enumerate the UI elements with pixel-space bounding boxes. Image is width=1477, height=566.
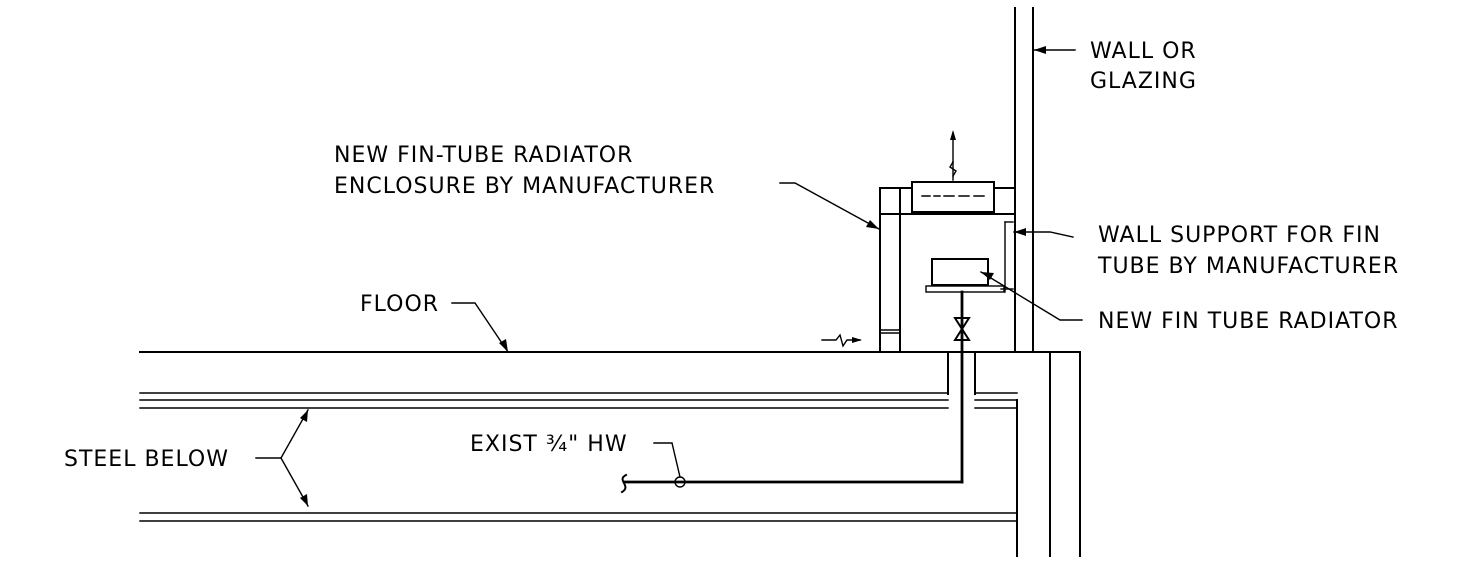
hot-water-pipe [620,290,964,494]
airflow-in-arrow [821,333,862,348]
enclosure-label-line1: NEW FIN-TUBE RADIATOR [334,143,633,168]
fin-tube-radiator-label: NEW FIN TUBE RADIATOR [1098,309,1398,334]
wall-leader [1033,46,1076,54]
wall-or-glazing-label-line1: WALL OR [1090,39,1197,64]
valve [953,317,971,341]
airflow-out-arrow [949,130,957,181]
steel-beam [139,399,1018,557]
wall [1014,7,1034,353]
floor-slab [139,351,1081,557]
wall-support-leader [1013,228,1074,238]
outlet-grille [911,181,995,213]
radiator-enclosure [879,187,1016,353]
floor-leader [451,302,509,353]
wall-support-label-line2: TUBE BY MANUFACTURER [1097,254,1399,279]
wall-or-glazing-label-line2: GLAZING [1090,69,1197,94]
fin-tube-leader [980,271,1083,321]
enclosure-leader [779,182,880,230]
exist-hw-leader [653,442,681,478]
wall-support-label-line1: WALL SUPPORT FOR FIN [1098,223,1381,248]
exist-hw-label: EXIST ¾" HW [470,432,628,457]
wall-support-bracket [1000,221,1014,293]
steel-below-label: STEEL BELOW [64,447,229,472]
pipe-sleeve [947,351,976,395]
floor-label: FLOOR [360,292,439,317]
fin-tube-element [925,258,1005,293]
steel-below-leader [255,409,309,507]
enclosure-label-line2: ENCLOSURE BY MANUFACTURER [334,174,715,199]
